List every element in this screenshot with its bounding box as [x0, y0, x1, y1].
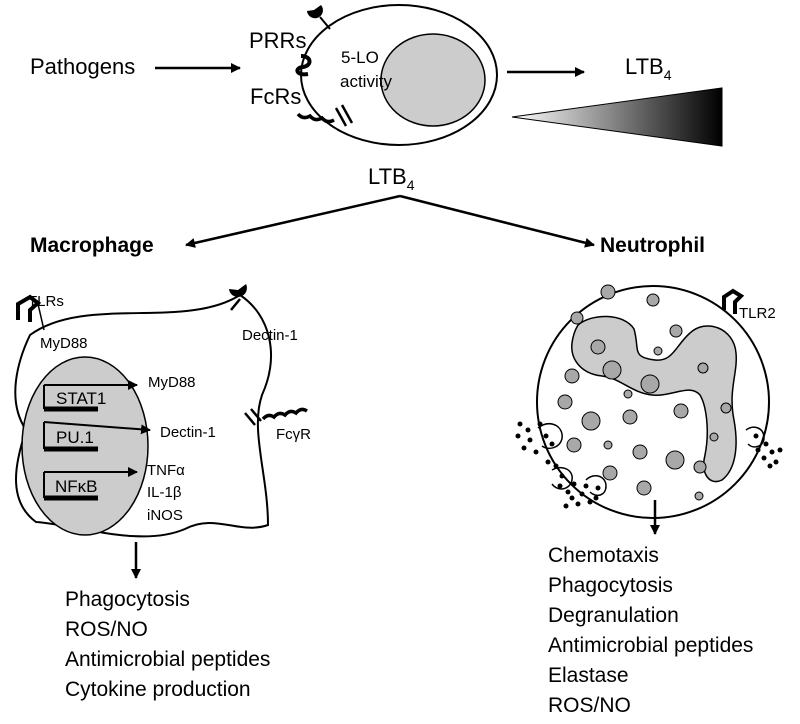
- pathogens-label: Pathogens: [30, 54, 135, 79]
- prr-receptor-icon: [307, 5, 331, 30]
- dectin-receptor-label: Dectin-1: [242, 327, 298, 344]
- tlr-stalk: [37, 303, 45, 331]
- neutrophil-title: Neutrophil: [600, 234, 705, 257]
- target-il1b-label: IL-1β: [147, 484, 182, 501]
- tlr2-label: TLR2: [739, 305, 776, 322]
- ltb4-gradient-wedge: [511, 87, 723, 147]
- target-dectin-label: Dectin-1: [160, 424, 216, 441]
- target-tnfa-label: TNFα: [147, 462, 185, 479]
- neutrophil-outcome-item: Chemotaxis: [548, 544, 659, 567]
- neutrophil-outcome-item: Elastase: [548, 664, 629, 687]
- neutrophil-outcomes: Chemotaxis Phagocytosis Degranulation An…: [548, 544, 753, 717]
- fcgr-label: FcγR: [276, 426, 311, 443]
- target-myd88-label: MyD88: [148, 374, 196, 391]
- myd88-adaptor-label: MyD88: [40, 335, 88, 352]
- arrow-to-macrophage: [185, 194, 401, 248]
- tlr2-receptor-icon: [722, 288, 745, 314]
- dectin-receptor-icon: [229, 284, 247, 311]
- tlr-receptor-icon: [16, 294, 42, 322]
- neutrophil-outcome-item: ROS/NO: [548, 694, 631, 717]
- stat1-label: STAT1: [56, 389, 106, 408]
- ltb4-center-label: LTB4: [368, 164, 415, 193]
- neutrophil-outcome-item: Phagocytosis: [548, 574, 673, 597]
- macrophage-title: Macrophage: [30, 234, 154, 257]
- stat1-gene-box: STAT1: [43, 380, 138, 412]
- macrophage-outcome-item: Cytokine production: [65, 678, 251, 701]
- lo-activity-line1: 5-LO: [341, 48, 379, 67]
- neutrophil-outcome-item: Degranulation: [548, 604, 679, 627]
- neutrophil-nucleus: [571, 315, 738, 483]
- macrophage-outcome-item: ROS/NO: [65, 618, 148, 641]
- ltb4-top-label: LTB4: [625, 54, 672, 83]
- top-cell-nucleus: [380, 33, 486, 127]
- lo-activity-line2: activity: [340, 72, 392, 91]
- macrophage-nucleus: [21, 356, 149, 536]
- macrophage-outcomes: Phagocytosis ROS/NO Antimicrobial peptid…: [65, 588, 270, 701]
- pu1-gene-box: PU.1: [43, 421, 151, 452]
- fcgr-receptor-icon: [244, 407, 308, 426]
- target-inos-label: iNOS: [147, 507, 183, 524]
- neutrophil-granules: [557, 284, 732, 501]
- arrow-to-neutrophil: [399, 194, 595, 248]
- nfkb-gene-box: NFκB: [43, 467, 138, 501]
- tlr-hook-icon: [295, 54, 312, 77]
- fcr-receptor-icon: [296, 104, 354, 127]
- top-cell: [300, 4, 498, 146]
- nfkb-label: NFκB: [55, 477, 98, 496]
- macrophage-outcome-item: Phagocytosis: [65, 588, 190, 611]
- macrophage-outcome-item: Antimicrobial peptides: [65, 648, 270, 671]
- pu1-label: PU.1: [56, 428, 94, 447]
- degranulation-vesicles: [515, 421, 783, 509]
- tlrs-label: TLRs: [28, 293, 64, 310]
- prrs-label: PRRs: [249, 28, 306, 53]
- neutrophil-outcome-item: Antimicrobial peptides: [548, 634, 753, 657]
- fcrs-label: FcRs: [250, 84, 301, 109]
